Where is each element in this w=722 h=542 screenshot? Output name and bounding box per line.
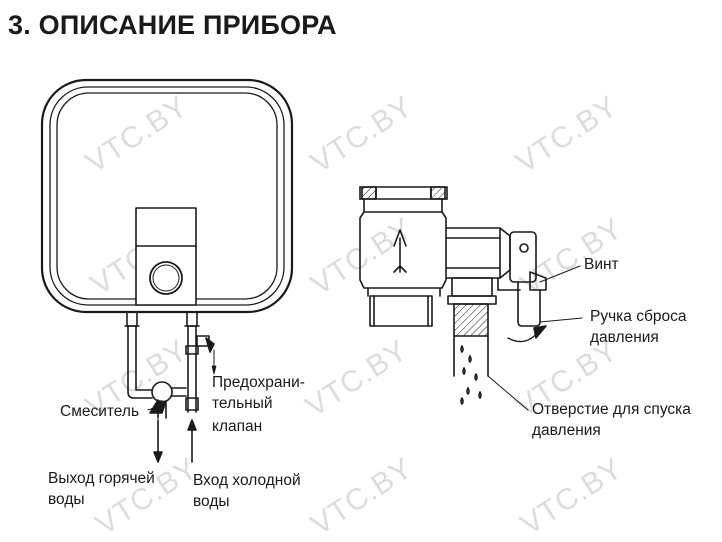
label-line: тельный [212, 395, 273, 412]
label-line: клапан [212, 418, 263, 435]
label-line: Отверстие для спуска [532, 401, 691, 418]
label-cold-in: Вход холодной воды [193, 470, 301, 512]
label-line: Выход горячей [48, 470, 155, 487]
label-safety-valve: Предохрани- тельный клапан [212, 372, 305, 437]
label-line: воды [48, 491, 85, 508]
label-line: давления [532, 422, 601, 439]
label-mixer: Смеситель [60, 403, 140, 420]
water-heater-tank [40, 78, 294, 314]
label-screw: Винт [584, 256, 619, 273]
label-drain-hole: Отверстие для спуска давления [532, 399, 691, 441]
label-hot-out: Выход горячей воды [48, 468, 155, 510]
hot-water-pipe [124, 311, 153, 399]
label-line: давления [590, 329, 659, 346]
safety-valve-detail [359, 186, 547, 405]
label-line: воды [193, 493, 230, 510]
page-title: 3. ОПИСАНИЕ ПРИБОРА [8, 10, 337, 40]
safety-valve-small [196, 335, 215, 353]
label-line: Ручка сброса [590, 308, 687, 325]
label-pressure-handle: Ручка сброса давления [590, 306, 686, 348]
cold-in-arrow-icon [187, 419, 197, 463]
label-line: Вход холодной [193, 472, 301, 489]
cold-water-pipe [184, 311, 200, 413]
mixer-valve [149, 381, 187, 419]
hot-out-arrow-icon [153, 419, 163, 463]
label-line: Предохрани- [212, 374, 305, 391]
